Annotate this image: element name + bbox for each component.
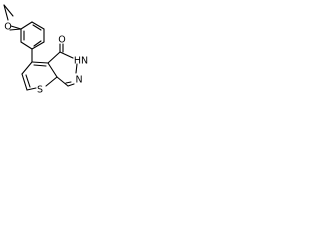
thiophene-ring <box>21 61 58 91</box>
pyrimidine-bond-1 <box>47 51 61 64</box>
pyrimidine-double-1 <box>65 81 72 84</box>
phenyl-double-2 <box>33 40 42 47</box>
thiophene-double-1 <box>25 74 31 88</box>
ether-oxygen-label: O <box>4 22 11 33</box>
carbonyl-oxygen-label: O <box>58 35 65 46</box>
pyrimidine-bond-3 <box>75 63 78 74</box>
thiophene-bond-5 <box>47 62 58 78</box>
pyrimidinone-ring <box>47 43 78 87</box>
phenyl-double-3 <box>32 24 42 31</box>
ring-n-label: N <box>75 75 82 86</box>
thiophene-s-label: S <box>37 85 43 96</box>
molecule-diagram: O O HN N S <box>3 4 88 96</box>
thiophene-bond-6 <box>31 61 49 64</box>
phenyl-bond-5 <box>31 21 45 30</box>
ethoxy-group <box>3 4 22 31</box>
pyrimidine-bond-5 <box>56 76 69 87</box>
phenyl-bond-3 <box>31 41 45 50</box>
thiophene-bond-1 <box>21 61 33 75</box>
ethyl-bond-1 <box>3 4 14 17</box>
ethyl-bond-2 <box>3 4 9 21</box>
pyrimidine-bond-4 <box>67 83 75 87</box>
phenyl-ring <box>20 21 45 50</box>
thiophene-bond-4 <box>45 76 58 87</box>
pyrimidine-bond-2 <box>59 51 74 59</box>
ether-bond-right <box>9 28 22 31</box>
phenyl-bond-2 <box>20 41 33 50</box>
thiophene-bond-3 <box>26 87 37 91</box>
phenyl-bond-6 <box>20 21 33 30</box>
ring-nh-label: HN <box>74 56 88 67</box>
ether-bond-left <box>10 25 22 30</box>
thiophene-bond-2 <box>21 73 28 91</box>
thiophene-double-2 <box>33 64 47 67</box>
